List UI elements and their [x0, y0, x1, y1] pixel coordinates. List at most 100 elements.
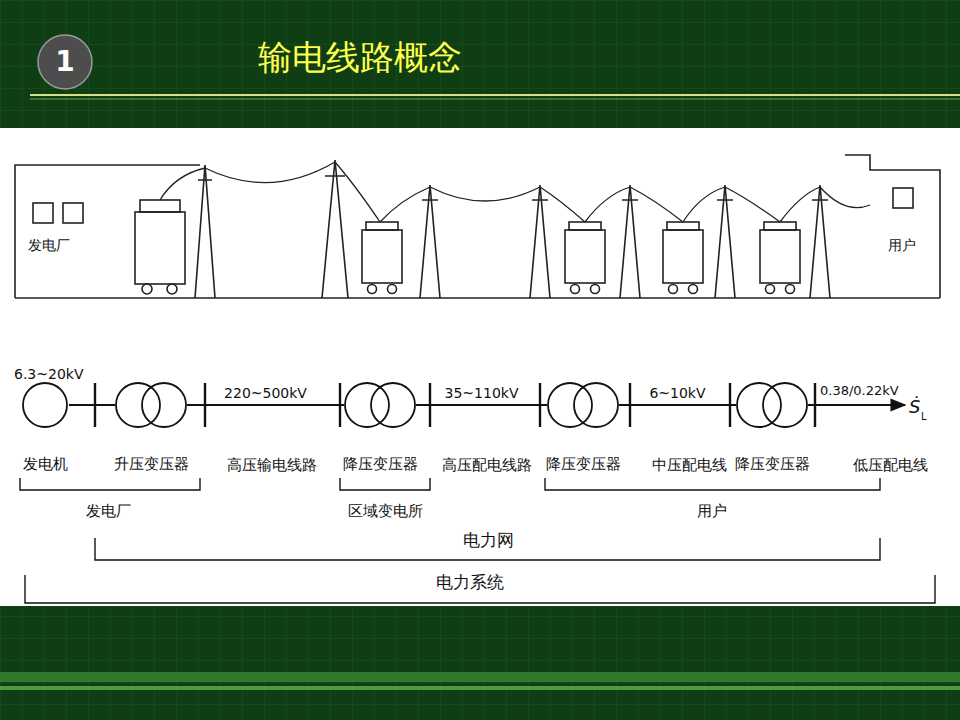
towers — [620, 185, 640, 298]
winding-circle — [574, 383, 618, 427]
user-label: 用户 — [888, 237, 916, 253]
transformers — [760, 230, 800, 283]
voltage-label: 6~10kV — [647, 385, 707, 401]
transformer-symbol: 降压变压器 — [344, 382, 416, 428]
overhead-wires — [430, 187, 540, 201]
transformers — [571, 285, 580, 294]
overhead-wires — [160, 162, 870, 222]
transformer-symbol: 降压变压器 — [547, 382, 619, 428]
transformer-symbol: 降压变压器 — [736, 382, 808, 428]
transformers — [689, 285, 698, 294]
line-name: 高压输电线路 — [227, 457, 317, 474]
towers — [195, 160, 830, 298]
winding-circle — [548, 383, 592, 427]
plant-label: 发电厂 — [28, 237, 70, 253]
overhead-wires — [820, 187, 870, 208]
overhead-wires — [585, 187, 630, 222]
transformers — [366, 222, 398, 230]
towers — [530, 185, 550, 298]
overhead-wires — [725, 187, 780, 222]
title-rule — [30, 94, 960, 96]
winding-circle — [345, 383, 389, 427]
overhead-wires — [380, 187, 430, 222]
overhead-wires — [335, 162, 380, 222]
brackets — [20, 478, 935, 603]
node-outline — [547, 382, 619, 428]
transformers — [766, 285, 775, 294]
device-name: 降压变压器 — [546, 456, 621, 473]
towers — [322, 160, 348, 298]
ground-line — [15, 297, 940, 299]
node-outline — [736, 382, 808, 428]
voltage-label: 0.38/0.22kV — [820, 384, 899, 399]
transformers — [591, 285, 600, 294]
transformers — [569, 222, 601, 230]
title-rule — [30, 99, 960, 100]
transformers — [669, 285, 678, 294]
device-name: 降压变压器 — [735, 456, 810, 473]
group-label: 发电厂 — [86, 503, 131, 520]
towers — [420, 185, 440, 298]
transformers — [667, 222, 699, 230]
overhead-wires — [540, 187, 585, 222]
device-name: 降压变压器 — [343, 456, 418, 473]
voltage-label: 220~500kV — [222, 385, 309, 401]
footer-band — [0, 672, 960, 682]
user-building — [845, 155, 940, 298]
transformers — [388, 285, 397, 294]
towers — [195, 165, 215, 298]
transformers — [362, 230, 402, 283]
node-outline — [21, 382, 69, 428]
user-building — [893, 188, 913, 208]
line-name: 高压配电线路 — [442, 457, 532, 474]
winding-circle — [116, 383, 160, 427]
transmission-line — [69, 404, 115, 406]
generator-circle — [23, 383, 67, 427]
voltage-label: 35~110kV — [443, 385, 521, 401]
load-arrow — [808, 404, 905, 406]
system-label: 电力系统 — [436, 573, 504, 593]
overhead-wires — [160, 168, 205, 200]
transformers — [135, 212, 185, 284]
generator-symbol: 发电机 — [21, 382, 69, 428]
user-building — [845, 155, 940, 298]
line-name: 中压配电线 — [652, 457, 727, 474]
winding-circle — [142, 383, 186, 427]
transformers — [140, 200, 180, 212]
load-symbol: Ṡ — [909, 397, 920, 418]
transformers — [786, 285, 795, 294]
overhead-wires — [780, 187, 820, 222]
node-outline — [115, 382, 187, 428]
group-label: 用户 — [697, 503, 727, 520]
transformers — [764, 222, 796, 230]
winding-circle — [371, 383, 415, 427]
brackets — [545, 478, 880, 490]
transmission-line — [619, 404, 736, 406]
slide-title: 输电线路概念 — [258, 38, 462, 77]
device-name: 发电机 — [23, 456, 68, 473]
winding-circle — [737, 383, 781, 427]
ground-line — [15, 297, 940, 299]
brackets — [340, 478, 430, 490]
badge-number: 1 — [55, 46, 74, 78]
footer-band — [0, 686, 960, 690]
transformers — [368, 285, 377, 294]
transformer-symbol: 升压变压器 — [115, 382, 187, 428]
overhead-wires — [205, 162, 335, 183]
power-plant — [33, 203, 53, 223]
overhead-wires — [630, 187, 683, 222]
transformers — [142, 284, 152, 294]
transmission-line — [416, 404, 547, 406]
line-name: 低压配电线 — [853, 457, 928, 474]
node-outline — [344, 382, 416, 428]
white-panel — [0, 128, 960, 606]
overhead-wires — [683, 187, 725, 222]
device-name: 升压变压器 — [114, 456, 189, 473]
winding-circle — [763, 383, 807, 427]
number-badge: 1 — [37, 34, 93, 90]
